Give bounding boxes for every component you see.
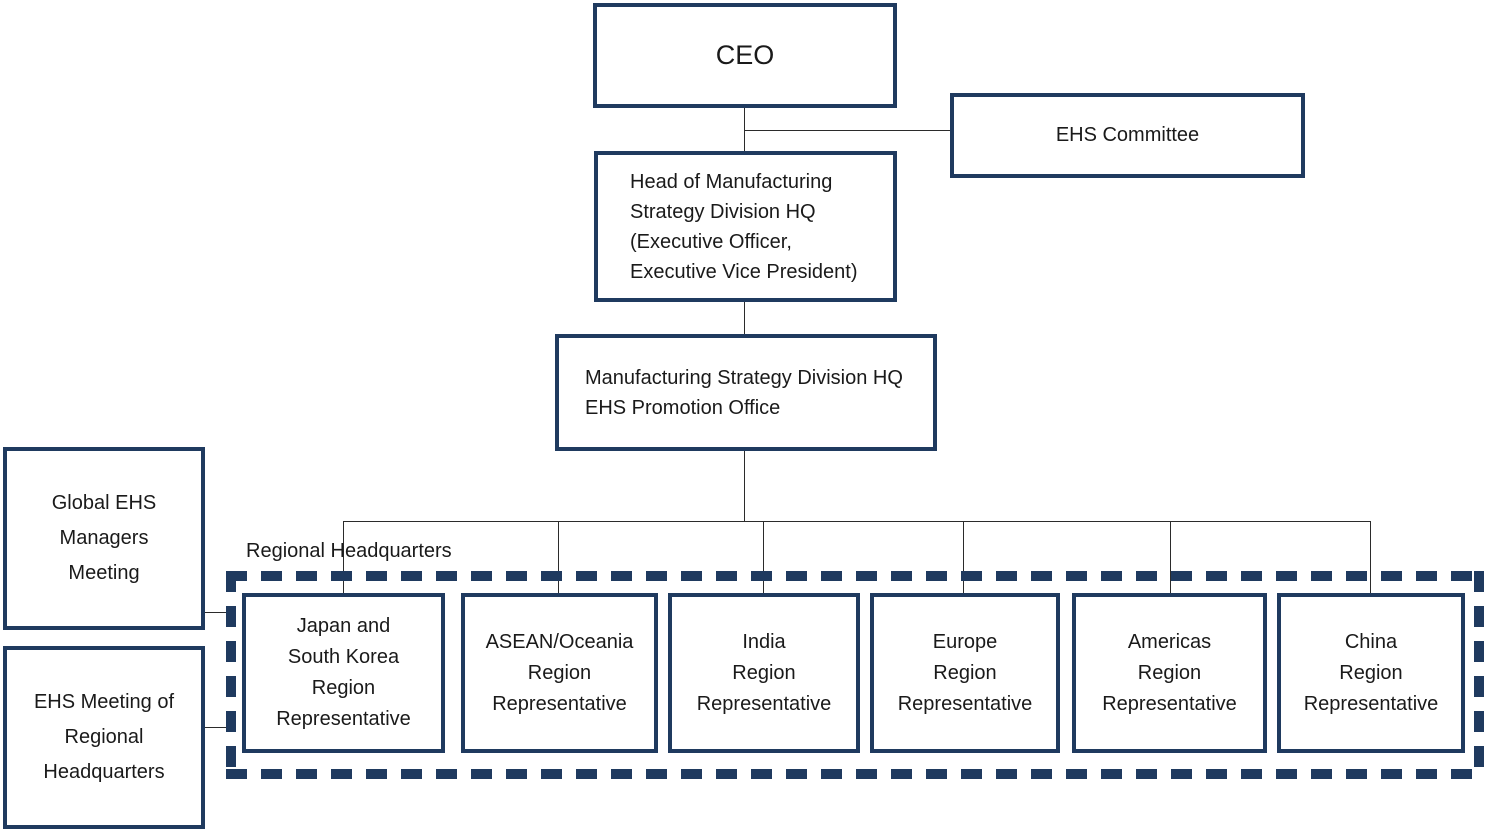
promotion-office-line: Manufacturing Strategy Division HQ bbox=[585, 366, 903, 389]
region-line: Representative bbox=[276, 708, 411, 730]
region-line: Representative bbox=[492, 692, 627, 715]
connector-drop-china bbox=[1370, 522, 1371, 593]
region-line: Europe bbox=[932, 630, 998, 653]
region-line: Representative bbox=[1102, 692, 1237, 715]
region-line: Region bbox=[933, 661, 997, 684]
dashed-region-border-top bbox=[226, 571, 1484, 581]
connector-drop-japan bbox=[343, 522, 344, 593]
connector-head-to-office bbox=[744, 302, 745, 334]
region-line: Representative bbox=[897, 692, 1033, 715]
connector-global-meeting bbox=[205, 612, 226, 613]
dashed-region-border-bottom bbox=[226, 769, 1484, 779]
region-line: Representative bbox=[1303, 692, 1439, 715]
promotion-office-box: Manufacturing Strategy Division HQ EHS P… bbox=[555, 334, 937, 451]
region-line: Japan and bbox=[296, 615, 391, 637]
ehs-committee-box: EHS Committee bbox=[950, 93, 1305, 178]
head-division-line: Strategy Division HQ bbox=[630, 200, 816, 223]
region-line: China bbox=[1344, 630, 1398, 653]
region-box-europe: Europe Region Representative bbox=[870, 593, 1060, 753]
regional-meeting-line: EHS Meeting of bbox=[33, 691, 175, 713]
ehs-committee-label: EHS Committee bbox=[1055, 124, 1200, 146]
regional-meeting-line: Headquarters bbox=[43, 761, 165, 783]
dashed-region-border-right bbox=[1474, 571, 1484, 779]
head-division-box: Head of Manufacturing Strategy Division … bbox=[594, 151, 897, 302]
region-line: Representative bbox=[696, 692, 832, 715]
promotion-office-line: EHS Promotion Office bbox=[585, 396, 781, 419]
regional-meeting-line: Regional bbox=[64, 726, 144, 748]
connector-drop-india bbox=[763, 522, 764, 593]
region-line: Region bbox=[1339, 661, 1403, 684]
dashed-region-border-left bbox=[226, 571, 236, 779]
connector-regional-meeting bbox=[205, 727, 226, 728]
connector-drop-americas bbox=[1170, 522, 1171, 593]
region-line: Region bbox=[527, 661, 592, 684]
region-box-japan-south-korea: Japan and South Korea Region Representat… bbox=[242, 593, 445, 753]
connector-ceo-to-head bbox=[744, 108, 745, 151]
global-ehs-managers-meeting-box: Global EHS Managers Meeting bbox=[3, 447, 205, 630]
global-meeting-line: Global EHS bbox=[51, 492, 157, 514]
region-line: Region bbox=[1137, 661, 1202, 684]
global-meeting-line: Managers bbox=[59, 527, 149, 549]
region-box-india: India Region Representative bbox=[668, 593, 860, 753]
ceo-label: CEO bbox=[715, 40, 775, 70]
connector-office-to-bus bbox=[744, 451, 745, 521]
head-division-line: (Executive Officer, bbox=[630, 230, 792, 253]
region-line: ASEAN/Oceania bbox=[485, 630, 634, 653]
region-box-americas: Americas Region Representative bbox=[1072, 593, 1267, 753]
region-line: Region bbox=[311, 677, 376, 699]
region-line: South Korea bbox=[287, 646, 400, 668]
region-line: Region bbox=[732, 661, 796, 684]
region-line: India bbox=[742, 630, 786, 653]
region-box-asean-oceania: ASEAN/Oceania Region Representative bbox=[461, 593, 658, 753]
connector-drop-asean bbox=[558, 522, 559, 593]
region-line: Americas bbox=[1127, 630, 1212, 653]
head-division-line: Head of Manufacturing bbox=[630, 170, 833, 193]
connector-bus bbox=[343, 521, 1371, 522]
connector-to-ehs-committee bbox=[745, 130, 950, 131]
region-box-china: China Region Representative bbox=[1277, 593, 1465, 753]
global-meeting-line: Meeting bbox=[68, 562, 140, 584]
ehs-meeting-regional-hq-box: EHS Meeting of Regional Headquarters bbox=[3, 646, 205, 829]
regional-headquarters-label: Regional Headquarters bbox=[246, 540, 452, 562]
ceo-box: CEO bbox=[593, 3, 897, 108]
connector-drop-europe bbox=[963, 522, 964, 593]
head-division-line: Executive Vice President) bbox=[630, 260, 858, 283]
